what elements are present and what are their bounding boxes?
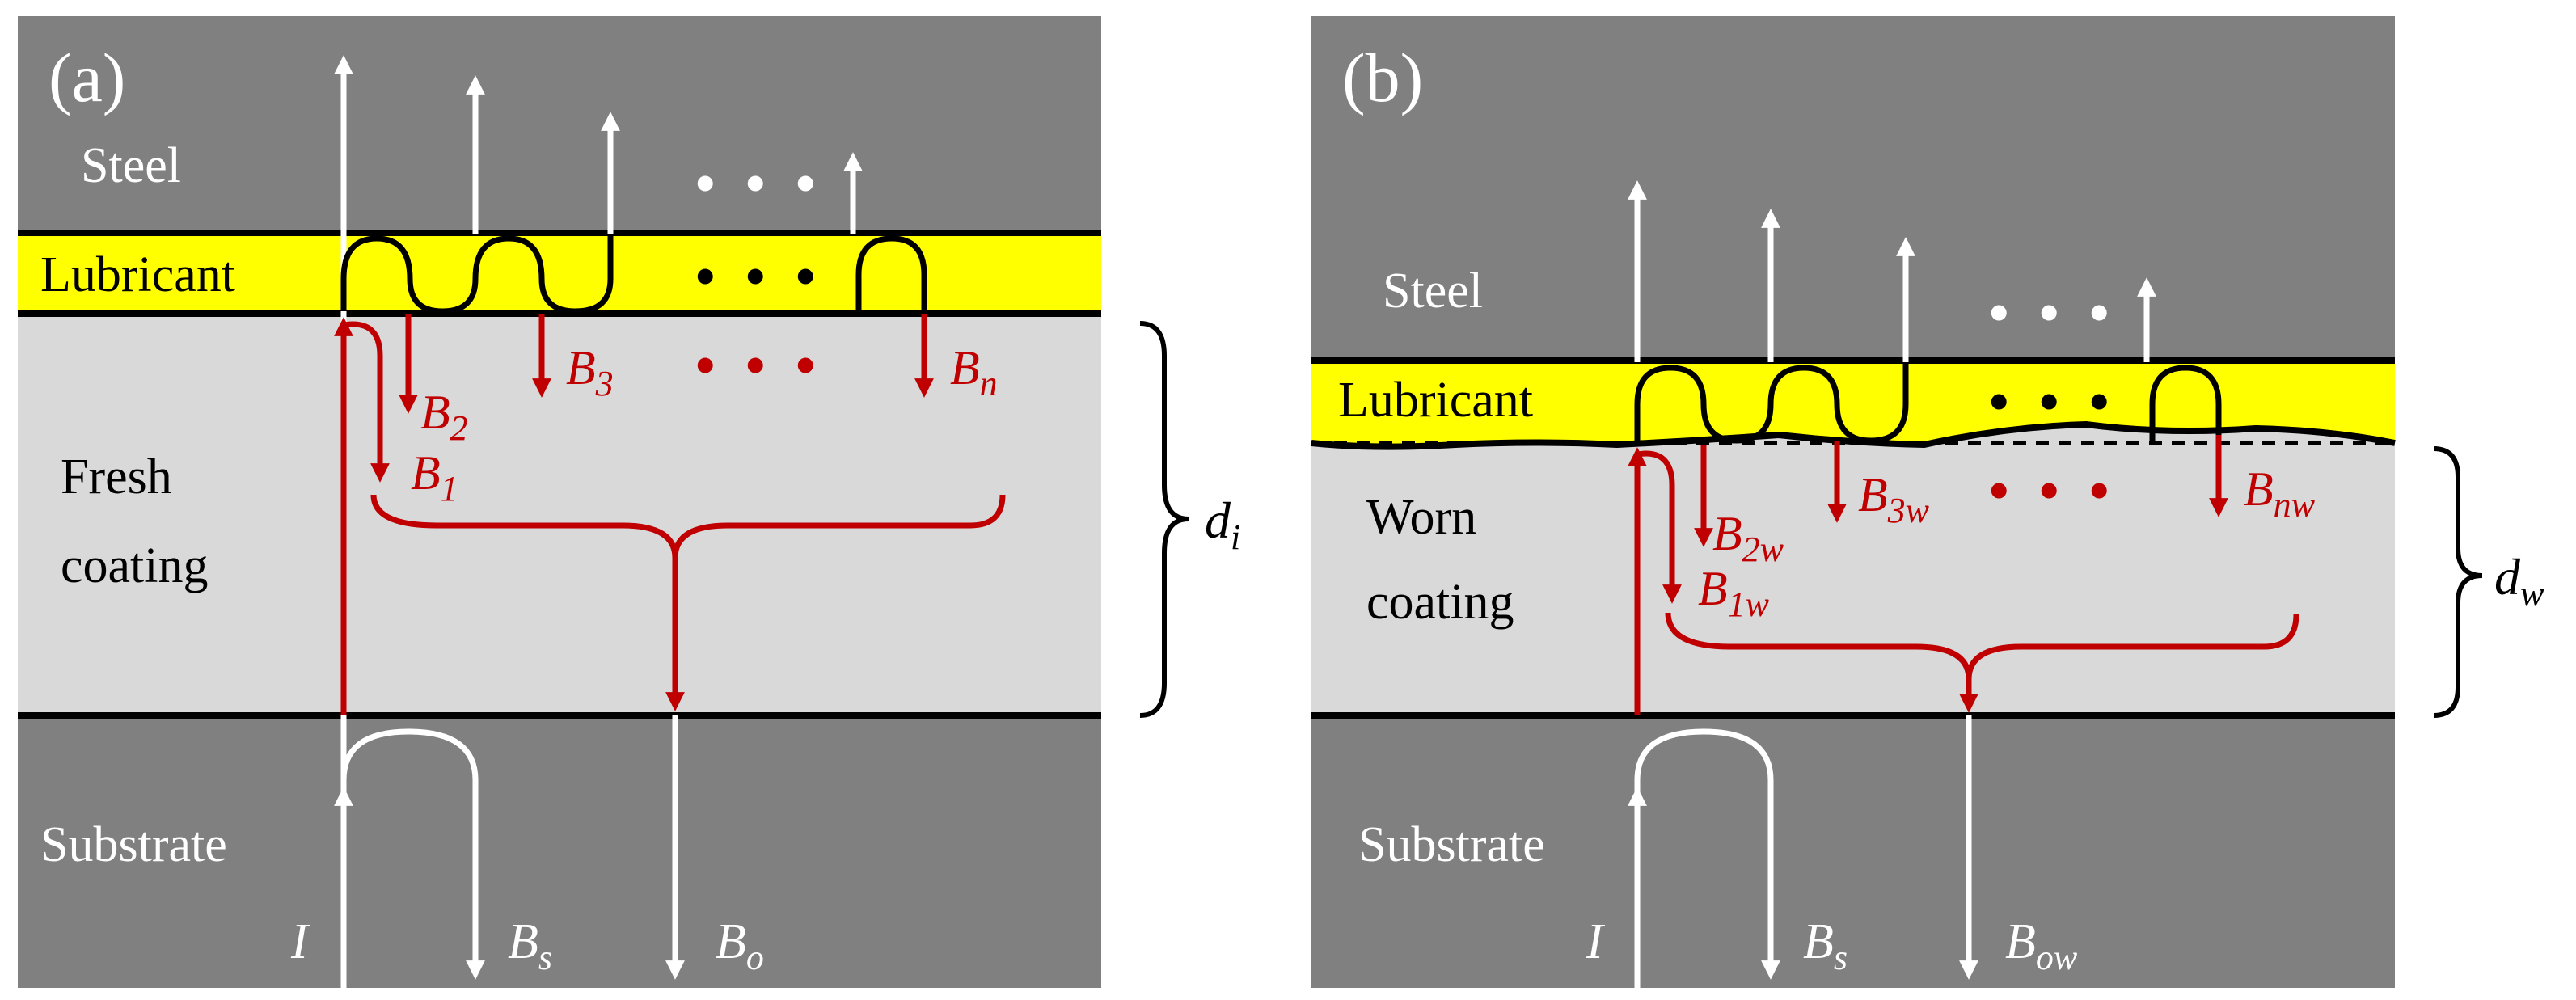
lubricant-reflection-loops-b xyxy=(1634,362,2222,444)
thickness-label-b: dw xyxy=(2494,548,2544,614)
coating-layer-b xyxy=(1311,424,2395,715)
reflection-b1-arrow-a xyxy=(343,321,390,483)
coating-label-a-line2: coating xyxy=(61,538,209,593)
label-bo-a: Bo xyxy=(716,914,764,977)
label-bs-a: Bs xyxy=(508,914,552,977)
substrate-label-a: Substrate xyxy=(40,817,227,872)
incident-label-b: I xyxy=(1586,914,1606,969)
substrate-reflection-arrow-a xyxy=(340,728,485,980)
label-b2w-b: B2w xyxy=(1712,507,1784,569)
substrate-layer-a xyxy=(18,715,1101,988)
panel-b-tag: (b) xyxy=(1342,39,1423,116)
steel-label-a: Steel xyxy=(81,138,181,193)
substrate-reflection-arrow-b xyxy=(1634,728,1780,980)
coating-ellipsis-a: • • • xyxy=(695,335,824,397)
panel-b: (b) Steel Lubricant Worn coating Substra… xyxy=(1311,16,2544,988)
label-b3-a: B3 xyxy=(566,341,614,403)
lubricant-ellipsis-b: • • • xyxy=(1989,371,2118,433)
coating-label-b-line2: coating xyxy=(1366,575,1514,630)
substrate-layer-b xyxy=(1311,715,2395,988)
label-b2-a: B2 xyxy=(420,386,468,448)
steel-ellipsis-b: • • • xyxy=(1989,282,2118,344)
steel-layer-a xyxy=(18,16,1101,233)
label-bn-a: Bn xyxy=(950,341,998,403)
incident-label-a: I xyxy=(290,914,310,969)
coating-label-a-line1: Fresh xyxy=(61,449,172,504)
lubricant-label-a: Lubricant xyxy=(40,247,235,302)
coating-label-b-line1: Worn xyxy=(1366,490,1476,545)
steel-ellipsis-a: • • • xyxy=(695,153,824,215)
coating-ellipsis-b: • • • xyxy=(1989,460,2118,522)
lubricant-layer-a xyxy=(18,233,1101,314)
summing-brace-a xyxy=(370,494,1006,559)
substrate-label-b: Substrate xyxy=(1358,817,1545,872)
lubricant-label-b: Lubricant xyxy=(1338,373,1533,428)
thickness-brace-b xyxy=(2433,446,2483,718)
label-b1-a: B1 xyxy=(411,446,458,508)
panel-a: (a) Steel Lubricant Fresh coating Substr… xyxy=(18,16,1240,988)
thickness-label-a: di xyxy=(1205,492,1240,557)
lubricant-ellipsis-a: • • • xyxy=(695,246,824,308)
lubricant-reflection-loops-a xyxy=(340,234,927,315)
label-bow-b: Bow xyxy=(2005,914,2078,977)
reflection-b1w-arrow-b xyxy=(1636,450,1682,604)
label-b1w-b: B1w xyxy=(1698,562,1770,624)
label-b3w-b: B3w xyxy=(1858,468,1930,530)
label-bs-b: Bs xyxy=(1803,914,1848,977)
summing-brace-b xyxy=(1665,612,2299,680)
coating-layer-a xyxy=(18,314,1101,715)
label-bnw-b: Bnw xyxy=(2244,462,2316,525)
panel-a-tag: (a) xyxy=(49,39,125,116)
steel-layer-b xyxy=(1311,16,2395,361)
steel-label-b: Steel xyxy=(1383,264,1483,319)
thickness-brace-a xyxy=(1139,321,1189,718)
